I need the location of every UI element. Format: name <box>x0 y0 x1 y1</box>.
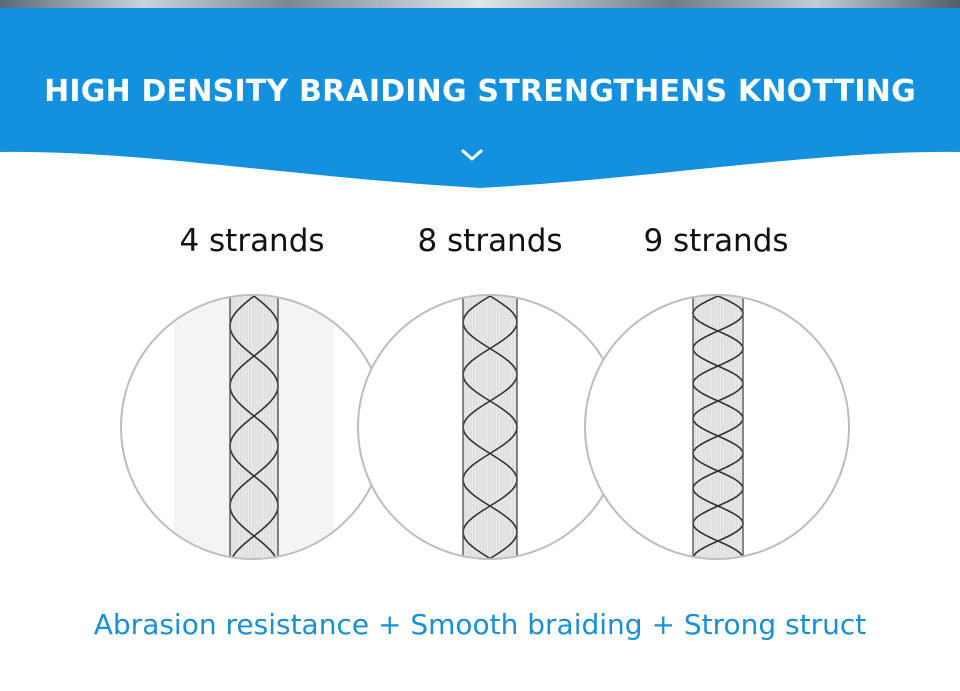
banner-title: HIGH DENSITY BRAIDING STRENGTHENS KNOTTI… <box>44 74 916 109</box>
label-4-strands: 4 strands <box>179 223 325 259</box>
label-8-strands: 8 strands <box>417 223 563 259</box>
braid-rope-9 <box>692 296 744 558</box>
braid-9-strands-illustration <box>692 296 744 558</box>
braid-circle-9-strands <box>584 294 850 560</box>
braid-rope-8 <box>462 296 518 558</box>
braid-circle-8-strands <box>357 294 623 560</box>
braid-4-strands-illustration <box>174 296 334 558</box>
braid-8-strands-illustration <box>462 296 518 558</box>
braid-rope-4 <box>229 296 279 558</box>
header-photo-strip <box>0 0 960 8</box>
feature-tagline: Abrasion resistance + Smooth braiding + … <box>93 608 867 641</box>
title-banner <box>0 0 960 200</box>
chevron-down-icon <box>459 146 485 164</box>
label-9-strands: 9 strands <box>643 223 789 259</box>
braid-circle-4-strands <box>120 294 386 560</box>
